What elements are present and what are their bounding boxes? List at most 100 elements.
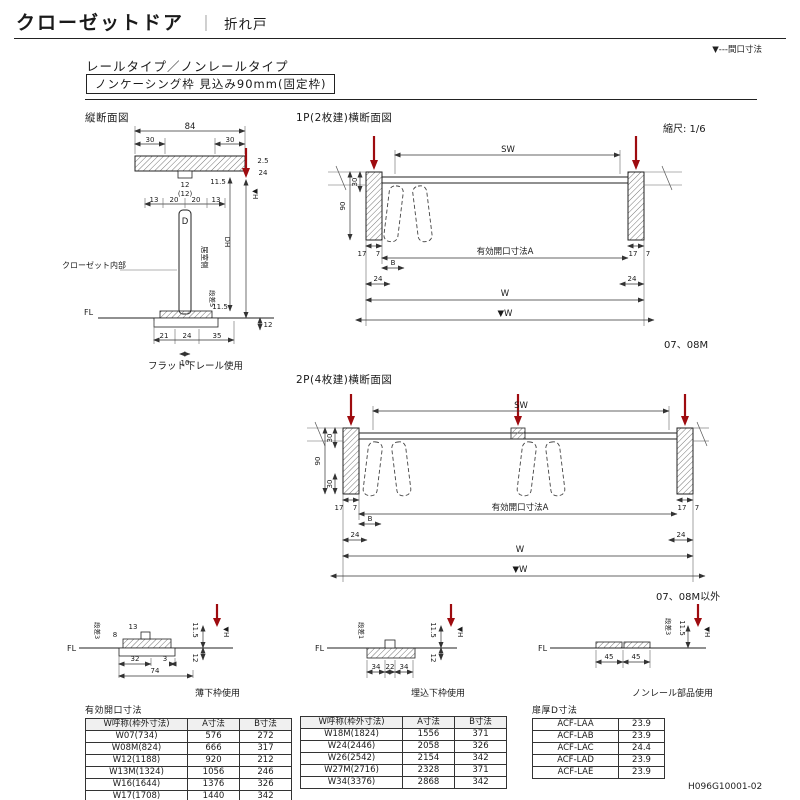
cell-w-name: W18M(1824) xyxy=(300,728,403,741)
document-number: H096G10001-02 xyxy=(688,782,763,792)
dim-24-left: 24 xyxy=(351,531,360,539)
thin-sill-profile xyxy=(118,631,176,657)
cell-w-name: W34(3376) xyxy=(300,776,403,789)
table-row: W26(2542) 2154 342 xyxy=(300,752,507,765)
title-divider-bar: ｜ xyxy=(198,14,215,33)
cell-product-code: ACF-LAC xyxy=(532,742,619,755)
right-frame-profile xyxy=(676,421,709,495)
dim-24-right: 24 xyxy=(628,275,637,283)
dim-24-top: 24 xyxy=(259,169,268,177)
detail-caption: ノンレール部品使用 xyxy=(631,689,713,699)
dim-w-opening: ▼W xyxy=(513,565,529,575)
dimension-lines xyxy=(153,321,235,357)
dim-w: W xyxy=(501,289,510,299)
dim-h-mark: ▼H xyxy=(251,189,259,200)
cross-section-1p-drawing: SW 90 30 17 7 B 24 有効開口寸法 xyxy=(328,136,682,326)
table-row: ACF-LAD 23.9 xyxy=(532,754,665,767)
cell-b-dim: 212 xyxy=(239,754,292,767)
dim-74: 74 xyxy=(151,667,160,675)
cell-a-dim: 2058 xyxy=(402,740,455,753)
dim-11-5: 11.5 xyxy=(678,620,686,636)
label-closet-interior: クローゼット内部 xyxy=(62,260,126,270)
table-row: W13M(1324) 1056 246 xyxy=(85,766,292,779)
cell-w-name: W26(2542) xyxy=(300,752,403,765)
cell-thickness: 23.9 xyxy=(618,754,665,767)
detail-thin-sill-drawing: FL 段差3 8 13 11.5 12 ▼H 32 3 74 xyxy=(67,604,233,679)
opening-width-arrow-left xyxy=(347,394,355,426)
cell-a-dim: 1556 xyxy=(402,728,455,741)
dim-24-bottom: 24 xyxy=(183,332,192,340)
cell-b-dim: 326 xyxy=(239,778,292,791)
left-frame-profile xyxy=(328,165,383,241)
cell-w-name: W27M(2716) xyxy=(300,764,403,777)
size-note-2p: 07、08M以外 xyxy=(656,592,721,603)
dim-30-right: 30 xyxy=(226,136,235,144)
detail-recessed-sill-drawing: FL 段差1 11.5 12 ▼H 34 22 34 xyxy=(315,604,464,678)
table-row: W18M(1824) 1556 371 xyxy=(300,728,507,741)
cell-thickness: 23.9 xyxy=(618,766,665,779)
label-room-side: 居室側 xyxy=(200,246,210,269)
height-arrow xyxy=(694,604,702,627)
dimension-lines xyxy=(372,406,670,430)
opening-width-arrow-left xyxy=(370,136,378,170)
height-arrow xyxy=(213,604,221,627)
dim-84: 84 xyxy=(185,122,196,132)
folding-door-panels xyxy=(383,185,433,243)
dimension-lines xyxy=(355,240,655,326)
dim-32: 32 xyxy=(131,655,140,663)
dim-13-left: 13 xyxy=(150,196,159,204)
dim-45-a: 45 xyxy=(605,653,614,661)
door-type-label: 折れ戸 xyxy=(224,17,268,33)
table-row: W34(3376) 2868 342 xyxy=(300,776,507,789)
dim-h-mark: ▼H xyxy=(456,627,464,638)
dimension-lines xyxy=(366,660,414,678)
dimension-lines xyxy=(394,150,621,174)
vertical-section-title: 縦断面図 xyxy=(85,112,129,124)
frame-type-label: レールタイプ／ノンレールタイプ xyxy=(86,59,289,74)
dim-b-left: B xyxy=(368,515,373,523)
cell-b-dim: 371 xyxy=(454,728,507,741)
cell-b-dim: 342 xyxy=(454,752,507,765)
cell-a-dim: 1440 xyxy=(187,790,240,800)
dim-34-b: 34 xyxy=(400,663,409,671)
cell-b-dim: 317 xyxy=(239,742,292,755)
cell-b-dim: 342 xyxy=(454,776,507,789)
door-thickness-table: ACF-LAA 23.9 ACF-LAB 23.9 ACF-LAC 24.4 A… xyxy=(532,718,665,779)
dim-21: 21 xyxy=(160,332,169,340)
center-guide-block xyxy=(510,427,526,440)
page-title: クローゼットドア xyxy=(16,12,185,34)
dim-w: W xyxy=(516,545,525,555)
cell-a-dim: 666 xyxy=(187,742,240,755)
col-header-a: A寸法 xyxy=(402,716,455,729)
dim-7-right: 7 xyxy=(646,250,650,258)
cell-thickness: 24.4 xyxy=(618,742,665,755)
cell-a-dim: 2154 xyxy=(402,752,455,765)
height-arrow xyxy=(447,604,455,627)
dim-30-left: 30 xyxy=(146,136,155,144)
cell-w-name: W08M(824) xyxy=(85,742,188,755)
dim-2-5: 2.5 xyxy=(257,157,268,165)
dim-10: 10 xyxy=(181,359,190,367)
table-row: W16(1644) 1376 326 xyxy=(85,778,292,791)
dimension-lines xyxy=(118,656,194,679)
table-row: W07(734) 576 272 xyxy=(85,730,292,743)
dim-34-a: 34 xyxy=(372,663,381,671)
section-rule xyxy=(85,99,757,100)
dim-12-bottom: 12 xyxy=(264,321,273,329)
folding-door-panels-left-pair xyxy=(362,441,412,497)
label-step-3: 段差3 xyxy=(93,622,102,639)
col-header-w-name: W呼称(枠外寸法) xyxy=(300,716,403,729)
table-row: ACF-LAA 23.9 xyxy=(532,718,665,731)
cell-product-code: ACF-LAA xyxy=(532,718,619,731)
col-header-w-name: W呼称(枠外寸法) xyxy=(85,718,188,731)
dim-w-opening: ▼W xyxy=(498,309,514,319)
dim-30-top: 30 xyxy=(326,434,334,443)
col-header-a: A寸法 xyxy=(187,718,240,731)
detail-thin-sill: FL 段差3 8 13 11.5 12 ▼H 32 3 74 薄下枠使用 xyxy=(65,600,240,699)
door-thickness-table-block: 扉厚D寸法 ACF-LAA 23.9 ACF-LAB 23.9 ACF-LAC … xyxy=(532,703,665,779)
dim-24-right: 24 xyxy=(677,531,686,539)
cell-a-dim: 2868 xyxy=(402,776,455,789)
dim-7-left: 7 xyxy=(376,250,380,258)
section-2p-title: 2P(4枚建)横断面図 xyxy=(296,374,393,386)
